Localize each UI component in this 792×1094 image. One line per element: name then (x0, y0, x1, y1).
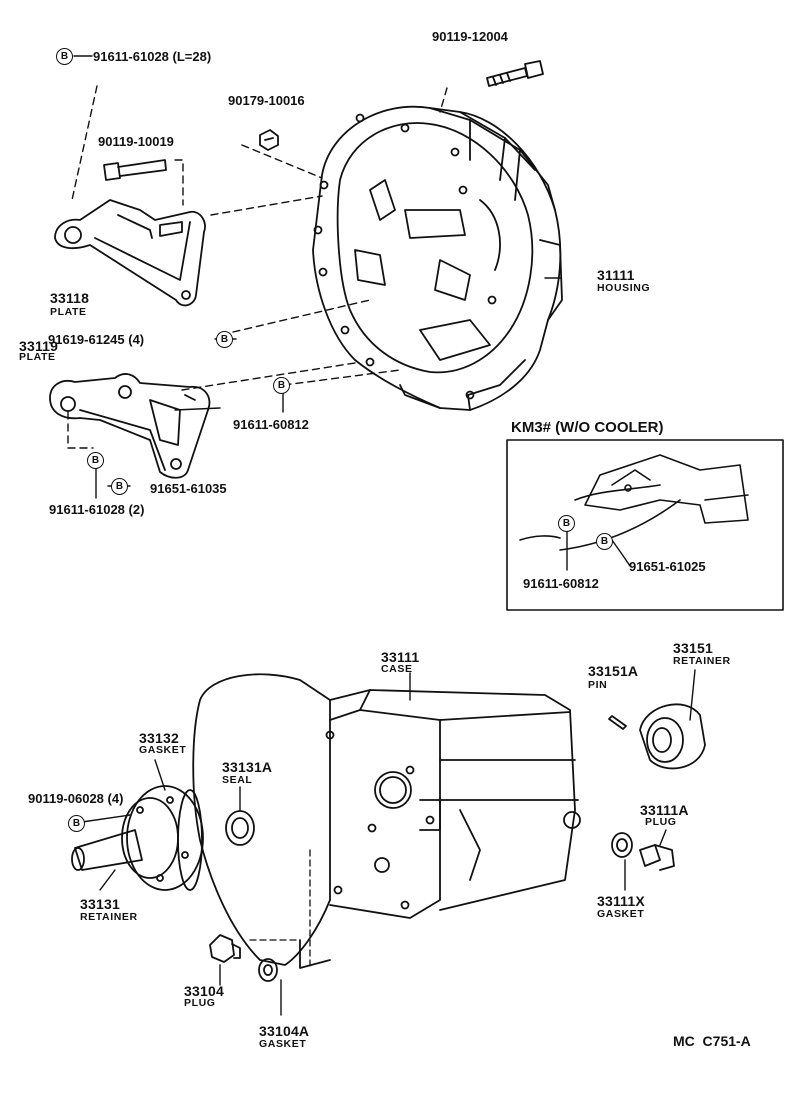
inset-box (506, 439, 784, 611)
part-name-33131: RETAINER (80, 911, 138, 923)
gasket-33132 (177, 789, 203, 891)
part-number-33111X: 33111X (597, 893, 645, 909)
bolt-symbol-icon: B (596, 533, 613, 550)
part-number-33151: 33151 (673, 640, 713, 656)
bolt-symbol-icon: B (111, 478, 128, 495)
part-name-33151: RETAINER (673, 655, 731, 667)
part-number-33104A: 33104A (259, 1023, 310, 1039)
plate-33119 (49, 373, 211, 479)
gasket-33111X (611, 832, 633, 858)
part-number-91611-60812-inset: 91611-60812 (523, 576, 599, 591)
retainer-33131 (71, 785, 204, 891)
inset-illustration (519, 454, 749, 551)
part-number-91611-61028-2: 91611-61028 (2) (49, 502, 145, 517)
pin-33151A (608, 715, 627, 730)
part-number-91651-61035: 91651-61035 (150, 481, 227, 496)
plug-33111A (639, 844, 675, 871)
part-number-90119-06028: 90119-06028 (4) (28, 791, 124, 806)
part-name-31111: HOUSING (597, 282, 651, 294)
part-number-31111: 31111 (597, 267, 635, 283)
part-number-90119-12004: 90119-12004 (432, 29, 508, 44)
part-number-91611-60812-top: 91611-60812 (233, 417, 309, 432)
part-number-33132: 33132 (139, 730, 179, 746)
part-name-33118: PLATE (50, 306, 87, 318)
seal-33131A (225, 810, 255, 846)
part-name-33111X: GASKET (597, 908, 645, 920)
inset-title: KM3# (W/O COOLER) (511, 419, 664, 436)
part-name-33104A: GASKET (259, 1038, 307, 1050)
part-number-90179-10016: 90179-10016 (228, 93, 305, 108)
part-number-91619-61245: 91619-61245 (4) (48, 332, 145, 347)
drawing-code: MC C751-A (673, 1033, 751, 1049)
bolt-90119-12004 (486, 60, 544, 87)
part-name-33111A: PLUG (645, 816, 677, 828)
part-number-33119: 33119 (19, 338, 59, 354)
nut-90179-10016 (259, 129, 279, 151)
part-number-33151A: 33151A (588, 663, 639, 679)
part-number-90119-10019: 90119-10019 (98, 134, 174, 149)
part-number-33111A: 33111A (640, 802, 689, 818)
part-name-33104: PLUG (184, 997, 216, 1009)
case-33111 (192, 673, 581, 969)
bolt-symbol-icon: B (273, 377, 290, 394)
bolt-symbol-icon: B (87, 452, 104, 469)
part-name-33111: CASE (381, 663, 413, 675)
part-number-91651-61025: 91651-61025 (629, 559, 706, 574)
housing-31111 (312, 105, 563, 411)
part-number-33118: 33118 (50, 290, 90, 306)
part-number-33104: 33104 (184, 983, 224, 999)
bolt-90119-10019 (103, 159, 167, 181)
part-number-91611-61028-l28: 91611-61028 (L=28) (93, 49, 212, 64)
part-number-33131A: 33131A (222, 759, 273, 775)
part-name-33119: PLATE (19, 351, 56, 363)
bolt-symbol-icon: B (558, 515, 575, 532)
plate-33118 (54, 199, 206, 307)
part-name-33131A: SEAL (222, 774, 253, 786)
part-name-33132: GASKET (139, 744, 187, 756)
bolt-symbol-icon: B (216, 331, 233, 348)
plug-33104 (209, 934, 241, 963)
part-number-33111: 33111 (381, 649, 420, 665)
bolt-symbol-icon: B (68, 815, 85, 832)
gasket-33104A (258, 958, 278, 982)
part-name-33151A: PIN (588, 679, 608, 691)
bolt-symbol-icon: B (56, 48, 73, 65)
retainer-33151 (639, 703, 706, 770)
part-number-33131: 33131 (80, 896, 120, 912)
